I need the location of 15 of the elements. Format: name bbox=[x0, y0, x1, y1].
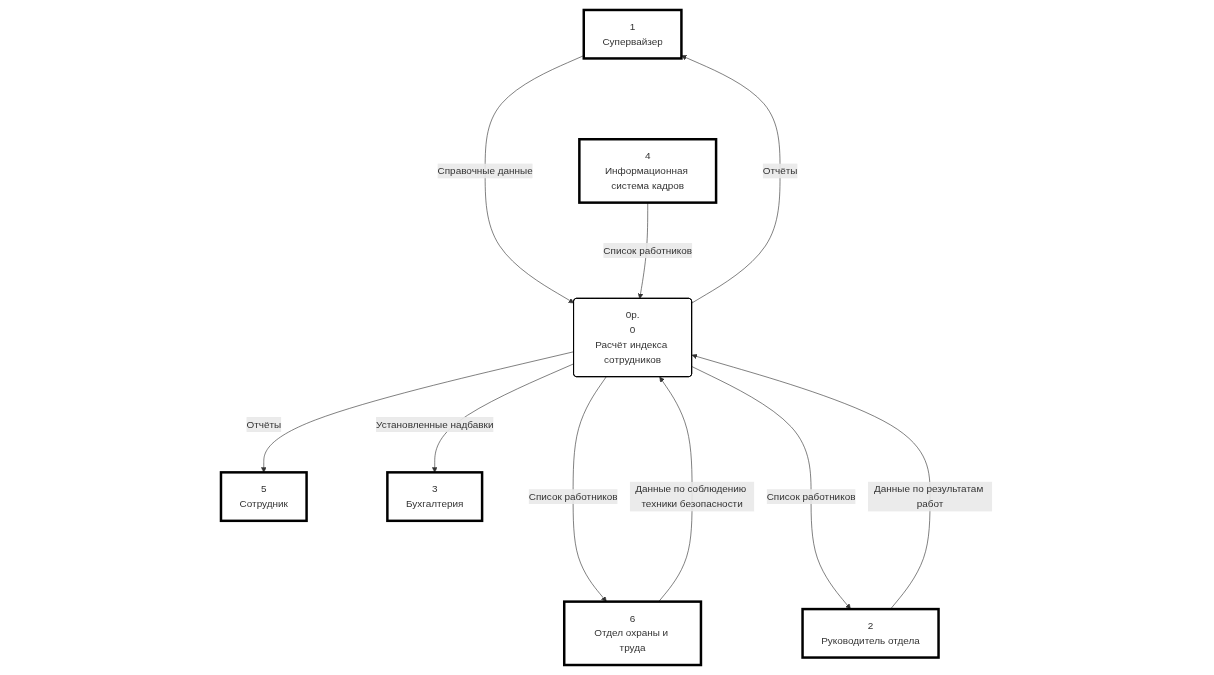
node-box: 2 Руководитель отдела bbox=[801, 607, 941, 659]
edge-label: Установленные надбавки bbox=[376, 418, 494, 430]
edge-label: Список работников bbox=[529, 491, 618, 502]
node-box: 4 Информационная система кадров bbox=[578, 138, 718, 204]
edge-label: Данные по результатам работ bbox=[874, 483, 984, 510]
edge-label: Список работников bbox=[767, 491, 856, 502]
edge-label: Список работников bbox=[603, 244, 693, 256]
edge-label: Справочные данные bbox=[437, 165, 534, 176]
node-box: 1 Супервайзер bbox=[582, 8, 684, 60]
edge-label: Отчёты bbox=[246, 418, 282, 430]
edge-label: Данные по соблюдению техники безопасности bbox=[635, 483, 747, 510]
node-box: 6 Отдел охраны и труда bbox=[563, 600, 703, 667]
node-box: 3 Бухгалтерия bbox=[386, 471, 484, 523]
edge-label: Отчёты bbox=[763, 165, 798, 176]
node-box: 5 Сотрудник bbox=[220, 471, 309, 523]
